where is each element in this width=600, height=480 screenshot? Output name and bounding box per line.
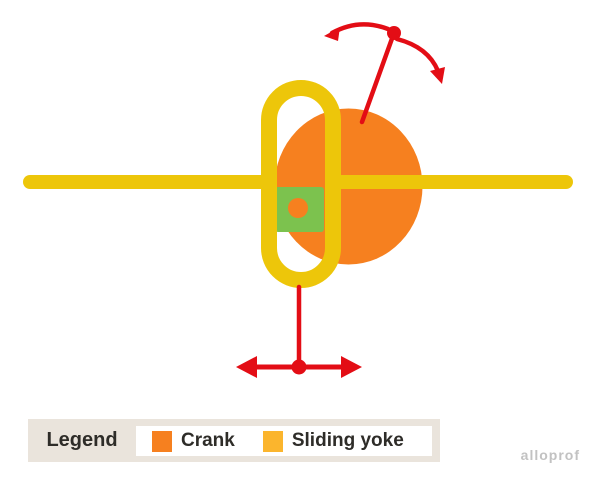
- rotation-arrow-leader-line: [359, 30, 397, 125]
- rotation-arrow-right-head: [430, 67, 445, 84]
- rotation-arrow-left-arc: [329, 22, 391, 36]
- legend-item-sliding-yoke: Sliding yoke: [262, 430, 404, 452]
- legend-title: Legend: [46, 429, 118, 451]
- legend-item-label: Crank: [181, 430, 235, 451]
- legend-items: Crank Sliding yoke: [136, 426, 432, 456]
- crank-color-swatch: [152, 430, 172, 452]
- translation-arrow-right-head: [341, 356, 362, 378]
- legend-item-label: Sliding yoke: [291, 430, 404, 451]
- translation-arrow-left-head: [236, 356, 257, 378]
- rotation-arrow-right-arc: [394, 36, 441, 74]
- alloprof-watermark: alloprof: [520, 447, 580, 463]
- rotation-arrow: [324, 22, 445, 125]
- crank-pin: [288, 198, 308, 218]
- sliding-rod-over-crank: [329, 175, 439, 189]
- rotation-arrow-left-head: [324, 27, 340, 41]
- legend: Legend Crank Sliding yoke: [28, 419, 440, 462]
- rotation-arrow-pivot-dot: [387, 26, 401, 40]
- translation-arrow: [236, 284, 362, 378]
- sliding-yoke-ring: [261, 80, 341, 288]
- legend-item-crank: Crank: [152, 430, 235, 452]
- sliding-yoke-color-swatch: [262, 430, 283, 452]
